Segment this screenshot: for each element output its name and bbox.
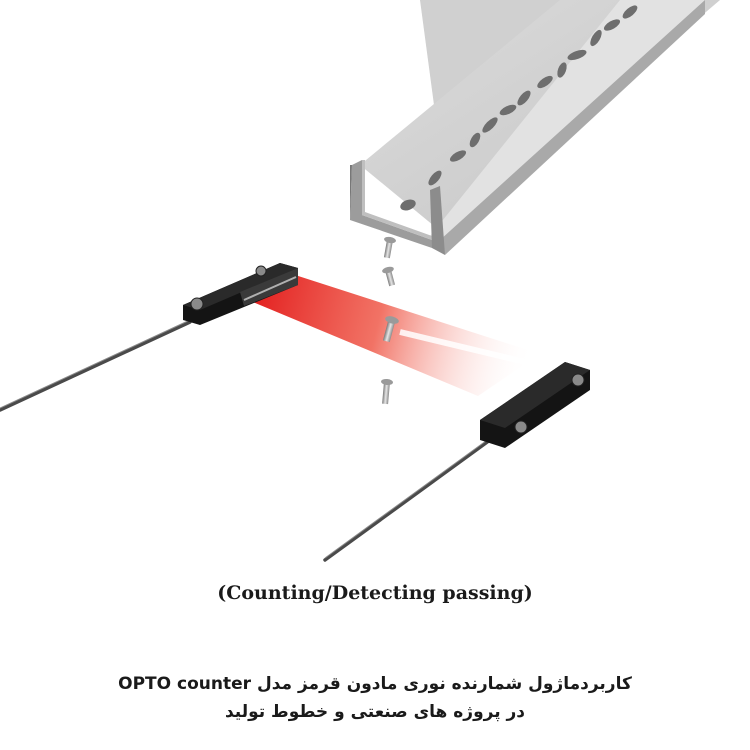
emitter-sensor [183, 263, 298, 325]
cable-right [323, 437, 492, 562]
aluminium-rail [350, 0, 720, 255]
cable-left [0, 319, 192, 412]
english-caption: (Counting/Detecting passing) [217, 582, 533, 604]
persian-caption-line-2: در پروژه های صنعتی و خطوط تولید [224, 702, 526, 722]
infrared-beam [248, 274, 540, 396]
falling-screws [381, 236, 399, 405]
persian-caption-line-1: کاربردماژول شمارنده نوری مادون قرمز مدل … [118, 674, 632, 694]
screws-in-channel [400, 5, 638, 211]
beam-interruption-line [399, 329, 526, 365]
receiver-sensor [480, 362, 590, 448]
